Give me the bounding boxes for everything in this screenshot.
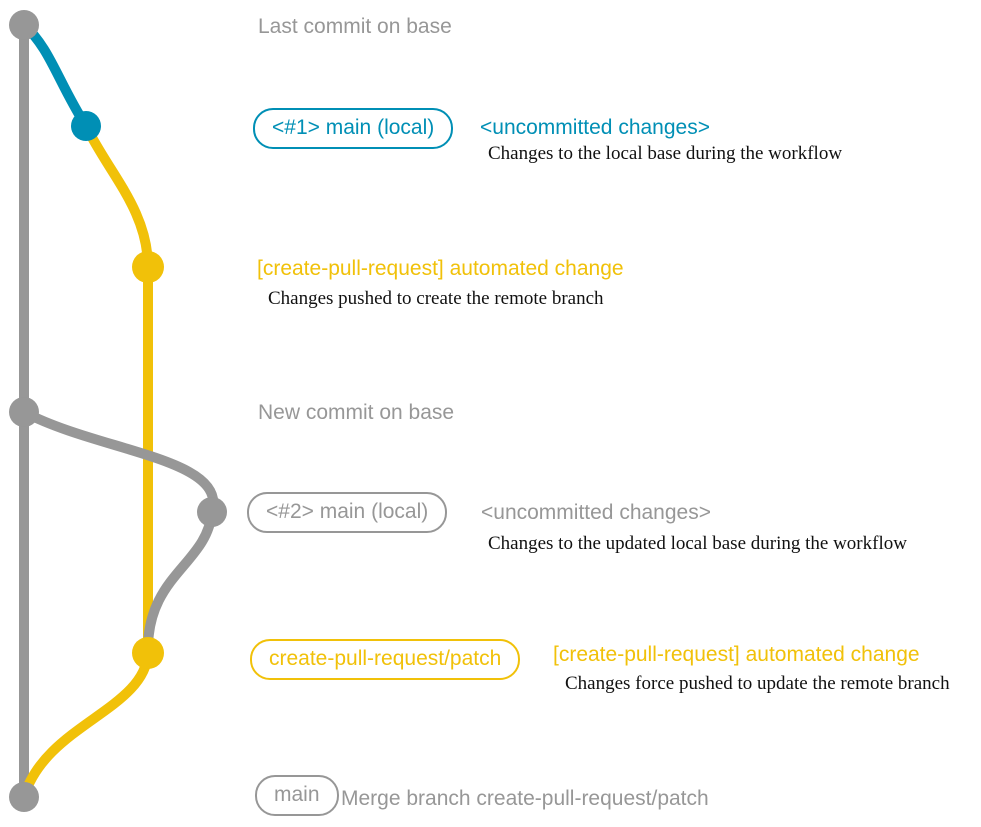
push1-message: [create-pull-request] automated change	[257, 257, 624, 280]
commit-dot-merge	[9, 782, 39, 812]
commit-dot-automated-change-2	[132, 637, 164, 669]
local-main-branch-line	[19, 20, 91, 131]
commit1-message: <uncommitted changes>	[480, 116, 710, 139]
commit-dot-uncommitted-2	[197, 497, 227, 527]
updated-local-branch-line	[19, 407, 219, 517]
branch-badge-main: main	[255, 775, 339, 816]
commit-dot-last-base	[9, 10, 39, 40]
push2-message: [create-pull-request] automated change	[553, 643, 920, 666]
branch-badge-patch: create-pull-request/patch	[250, 639, 521, 680]
commit-dot-uncommitted-1	[71, 111, 101, 141]
force-push-line	[142, 507, 217, 658]
new-commit-label: New commit on base	[258, 401, 455, 424]
merge-commit-message: Merge branch create-pull-request/patch	[341, 787, 709, 810]
branch-badge-main-local-1: <#1> main (local)	[253, 108, 454, 149]
push1-description: Changes pushed to create the remote bran…	[268, 288, 604, 309]
commit2-message: <uncommitted changes>	[481, 501, 711, 524]
branch-badge-main-local-2: <#2> main (local)	[247, 492, 448, 533]
patch-branch-line	[19, 121, 153, 802]
commit-dot-new-base	[9, 397, 39, 427]
commit1-description: Changes to the local base during the wor…	[488, 143, 843, 164]
commit2-description: Changes to the updated local base during…	[488, 533, 907, 554]
push2-description: Changes force pushed to update the remot…	[565, 673, 950, 694]
last-commit-label: Last commit on base	[258, 15, 452, 38]
git-graph	[9, 10, 227, 812]
commit-dot-automated-change-1	[132, 251, 164, 283]
